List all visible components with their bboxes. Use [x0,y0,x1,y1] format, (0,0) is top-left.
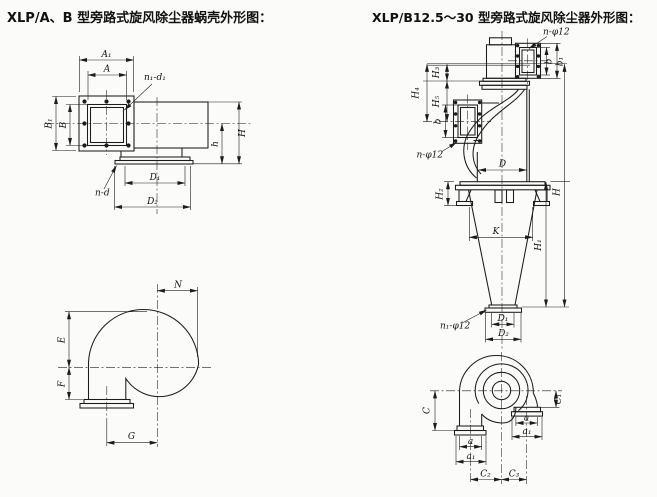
dim-label-b1-top: b₁ [556,57,566,66]
dim-label-b-top: b [545,58,555,64]
dim-label-D2-cyclone: D₂ [497,329,509,339]
dim-label-B: B [59,121,69,129]
top-flange-bolt-holes [515,43,541,79]
dim-label-A: A [103,65,111,75]
dim-label-G: G [128,432,135,442]
dim-label-K: K [492,227,501,237]
dim-label-D2: D₂ [146,197,158,207]
left-figure-title: XLP/A、B 型旁路式旋风除尘器蜗壳外形图： [7,11,273,26]
dim-label-n1phi12: n₁-φ12 [440,322,470,332]
fig-volute-casing: A₁ A n₁-d₁ B₁ B n-d D₁ D₂ H h [45,50,252,214]
dim-label-C3: C₃ [509,470,520,480]
dim-label-E: E [58,336,68,344]
dim-label-a-right: a [524,414,529,424]
dim-label-nphi12-top: n-φ12 [543,28,570,38]
flange-bolt-holes [82,99,131,148]
dim-label-H3: H₃ [432,66,442,79]
dim-label-H-total: H [553,188,563,197]
dim-label-H4: H₄ [412,87,422,100]
dim-label-C: C [423,407,433,414]
dim-label-C2: C₂ [480,470,491,480]
side-flange-bolt-holes [453,100,482,143]
dim-label-H5: H₅ [432,95,442,108]
dim-label-h: h [211,141,221,147]
dim-label-F: F [58,380,68,388]
dim-label-H1: H₁ [534,239,544,251]
dim-label-a1-right: a₁ [523,427,532,437]
dim-label-D1-cyclone: D₁ [497,314,509,324]
dim-label-H2: H₂ [436,188,446,201]
dim-label-B1: B₁ [45,118,55,129]
fig-cyclone-front: n-φ12 b b₁ H₃ H₄ H₅ b n-φ12 D H₂ K H₁ H … [412,28,570,351]
fig-volute-top-view: C C₁ a a₁ a a₁ C₂ C₃ [423,352,564,484]
dim-label-a-left: a [468,437,473,447]
right-figure-title: XLP/B12.5～30 型旁路式旋风除尘器外形图： [372,10,641,25]
dim-label-D: D [498,160,506,170]
fig-spiral-curve: N E F G [58,281,213,447]
dim-label-D1: D₁ [149,173,161,183]
dim-label-A1: A₁ [100,50,111,60]
dim-label-C1: C₁ [554,394,564,405]
dim-label-N: N [173,281,183,291]
dim-label-a1-left: a₁ [467,452,476,462]
dim-label-nphi12-side: n-φ12 [417,151,444,161]
dim-label-nd: n-d [95,189,110,199]
dim-label-n1d1: n₁-d₁ [144,73,166,83]
dim-label-b-side: b [434,118,444,124]
dim-label-H: H [238,129,248,138]
